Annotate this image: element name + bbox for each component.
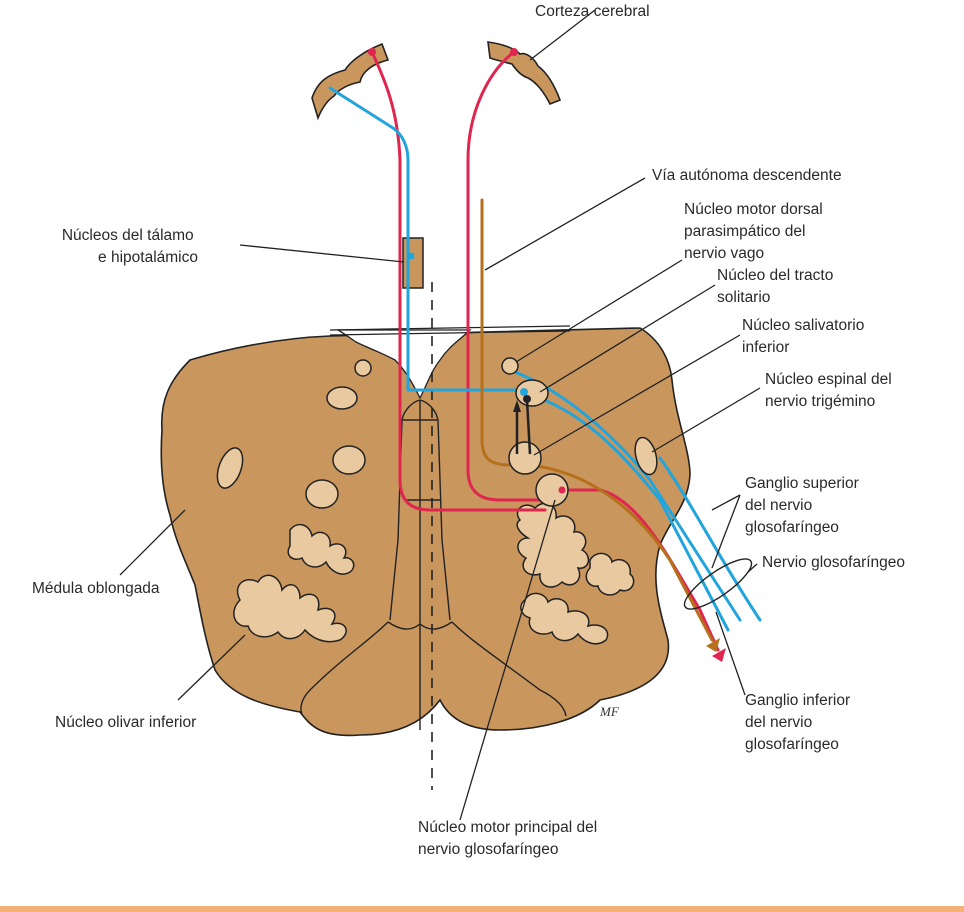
label-nervio-glosofaringeo: Nervio glosofaríngeo xyxy=(762,554,905,571)
bottom-rule xyxy=(0,906,964,912)
descending-autonomic-pathway xyxy=(480,198,512,467)
label-nucleo-espinal-trigemino: Núcleo espinal del nervio trigémino xyxy=(765,371,896,410)
label-nucleo-motor-dorsal: Núcleo motor dorsal parasimpático del ne… xyxy=(684,201,827,262)
artist-signature: MF xyxy=(599,704,620,719)
autonomic-efferent-fiber xyxy=(526,463,714,642)
thalamus-hypothalamus-box xyxy=(402,237,424,289)
label-via-autonoma: Vía autónoma descendente xyxy=(652,167,842,184)
cerebral-cortex-left xyxy=(311,42,390,121)
sensory-afferent-fiber-3 xyxy=(658,456,762,622)
sensory-afferent-fiber-2 xyxy=(528,393,730,632)
glossopharyngeal-nerve-ring xyxy=(683,558,753,610)
spinal-trigeminal-nucleus xyxy=(634,436,658,476)
sensory-pathway xyxy=(328,86,517,392)
nucleus-tractus-solitarius xyxy=(515,379,549,407)
label-nucleos-talamo: Núcleos del tálamo e hipotalámico xyxy=(62,227,198,266)
nucleus-ambiguus xyxy=(535,473,569,507)
label-nucleo-tracto-solitario: Núcleo del tracto solitario xyxy=(717,267,838,306)
corticobulbar-pathway-right xyxy=(466,50,547,502)
medulla-oblongata xyxy=(160,325,691,737)
dorsal-motor-nucleus-vagus xyxy=(501,357,519,375)
label-nucleo-motor-principal: Núcleo motor principal del nervio glosof… xyxy=(418,819,602,858)
leader-lines xyxy=(119,9,761,821)
cerebral-cortex-right xyxy=(487,41,562,106)
label-nucleo-olivar: Núcleo olivar inferior xyxy=(55,714,196,731)
inferior-olivary-nucleus-left xyxy=(233,523,355,643)
inferior-salivatory-nucleus xyxy=(508,399,542,475)
left-nuclei xyxy=(216,359,372,509)
corticobulbar-pathway-left xyxy=(370,50,547,512)
label-nucleo-salivatorio: Núcleo salivatorio inferior xyxy=(742,317,869,356)
label-ganglio-inferior: Ganglio inferior del nervio glosofarínge… xyxy=(745,692,854,753)
pyramids xyxy=(300,399,567,730)
label-ganglio-superior: Ganglio superior del nervio glosofarínge… xyxy=(745,475,863,536)
label-corteza-cerebral: Corteza cerebral xyxy=(535,3,650,20)
motor-efferent-fiber xyxy=(563,488,720,652)
label-medula-oblongada: Médula oblongada xyxy=(32,580,160,597)
